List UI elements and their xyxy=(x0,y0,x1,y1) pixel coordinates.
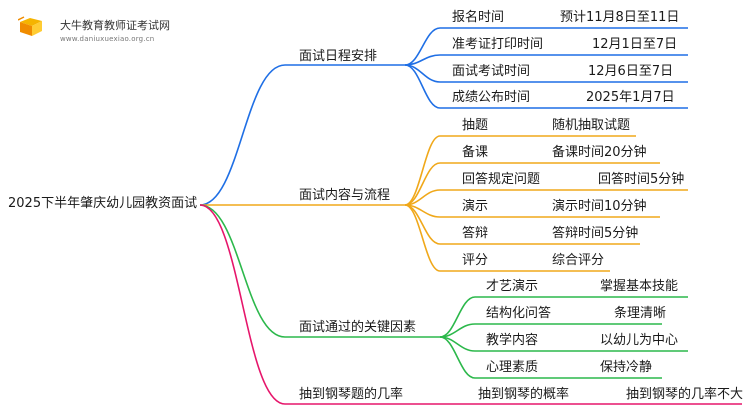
branch-key-factors: 面试通过的关键因素 xyxy=(299,320,417,335)
branch-schedule: 面试日程安排 xyxy=(299,49,378,64)
schedule-item-value: 12月6日至7日 xyxy=(588,64,674,79)
schedule-item-key: 准考证打印时间 xyxy=(452,37,544,52)
factor-item-value: 条理清晰 xyxy=(614,306,667,321)
schedule-item-value: 2025年1月7日 xyxy=(586,90,675,105)
schedule-item-value: 预计11月8日至11日 xyxy=(560,10,680,25)
piano-item-value: 抽到钢琴的几率不大 xyxy=(626,387,744,402)
process-item-key: 答辩 xyxy=(462,226,489,241)
branch-connectors-piano xyxy=(199,204,742,405)
piano-item-key: 抽到钢琴的概率 xyxy=(478,387,570,402)
process-item-value: 回答时间5分钟 xyxy=(598,172,685,187)
factor-item-key: 心理素质 xyxy=(486,360,539,375)
schedule-item-key: 报名时间 xyxy=(452,10,505,25)
process-item-key: 抽题 xyxy=(462,118,489,133)
branch-content-process: 面试内容与流程 xyxy=(299,188,391,203)
process-item-value: 随机抽取试题 xyxy=(552,118,631,133)
root-topic: 2025下半年肇庆幼儿园教资面试 xyxy=(8,196,198,211)
schedule-item-value: 12月1日至7日 xyxy=(592,37,678,52)
factor-item-value: 保持冷静 xyxy=(600,360,653,375)
site-logo[interactable]: 大牛教育教师证考试网 www.daniuxuexiao.org.cn xyxy=(14,10,184,46)
branch-connectors-factors xyxy=(199,204,688,379)
process-item-key: 回答规定问题 xyxy=(462,172,541,187)
branch-connectors-schedule xyxy=(199,27,688,206)
book-pencil-icon xyxy=(18,16,42,36)
process-item-key: 评分 xyxy=(462,253,489,268)
logo-url: www.daniuxuexiao.org.cn xyxy=(60,35,155,43)
schedule-item-key: 面试考试时间 xyxy=(452,64,531,79)
branch-piano-chance: 抽到钢琴题的几率 xyxy=(299,387,404,402)
process-item-key: 备课 xyxy=(462,145,489,160)
logo-title: 大牛教育教师证考试网 xyxy=(60,19,170,32)
factor-item-key: 结构化问答 xyxy=(486,306,552,321)
process-item-key: 演示 xyxy=(462,199,489,214)
process-item-value: 演示时间10分钟 xyxy=(552,199,647,214)
branch-connectors-content xyxy=(200,135,688,272)
process-item-value: 备课时间20分钟 xyxy=(552,145,647,160)
schedule-item-key: 成绩公布时间 xyxy=(452,90,531,105)
factor-item-value: 掌握基本技能 xyxy=(600,279,679,294)
factor-item-key: 才艺演示 xyxy=(486,279,539,294)
factor-item-key: 教学内容 xyxy=(486,333,539,348)
process-item-value: 综合评分 xyxy=(552,253,605,268)
process-item-value: 答辩时间5分钟 xyxy=(552,226,639,241)
factor-item-value: 以幼儿为中心 xyxy=(600,333,679,348)
